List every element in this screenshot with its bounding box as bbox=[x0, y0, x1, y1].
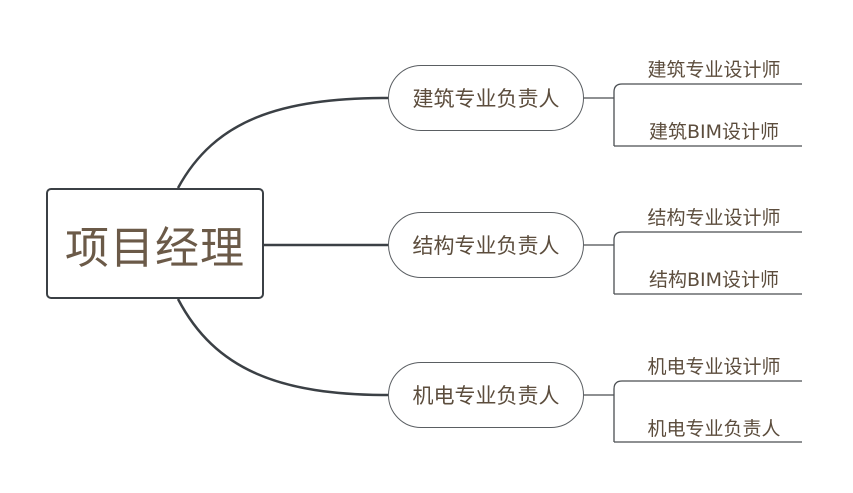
branch-node-structure[interactable]: 结构专业负责人 bbox=[388, 212, 584, 278]
branch-node-label: 结构专业负责人 bbox=[412, 234, 560, 258]
connector-branch-2-leaves bbox=[584, 231, 802, 295]
leaf-node-structure-bim-designer[interactable]: 结构BIM设计师 bbox=[648, 269, 780, 291]
leaf-node-structure-designer[interactable]: 结构专业设计师 bbox=[647, 207, 781, 229]
leaf-node-architecture-bim-designer[interactable]: 建筑BIM设计师 bbox=[648, 121, 780, 143]
root-node-label: 项目经理 bbox=[65, 222, 245, 274]
branch-node-architecture[interactable]: 建筑专业负责人 bbox=[388, 65, 584, 131]
leaf-node-architecture-designer[interactable]: 建筑专业设计师 bbox=[647, 59, 781, 81]
branch-node-label: 机电专业负责人 bbox=[412, 384, 560, 408]
branch-node-label: 建筑专业负责人 bbox=[412, 87, 560, 111]
leaf-node-mep-lead[interactable]: 机电专业负责人 bbox=[647, 418, 781, 440]
connector-branch-1-leaves bbox=[584, 83, 802, 147]
root-node[interactable]: 项目经理 bbox=[46, 188, 264, 299]
connector-root-branch-1 bbox=[176, 96, 389, 189]
leaf-node-mep-designer[interactable]: 机电专业设计师 bbox=[647, 356, 781, 378]
connector-root-branch-3 bbox=[176, 298, 389, 397]
branch-node-mep[interactable]: 机电专业负责人 bbox=[388, 362, 584, 428]
connector-branch-3-leaves bbox=[584, 380, 802, 443]
